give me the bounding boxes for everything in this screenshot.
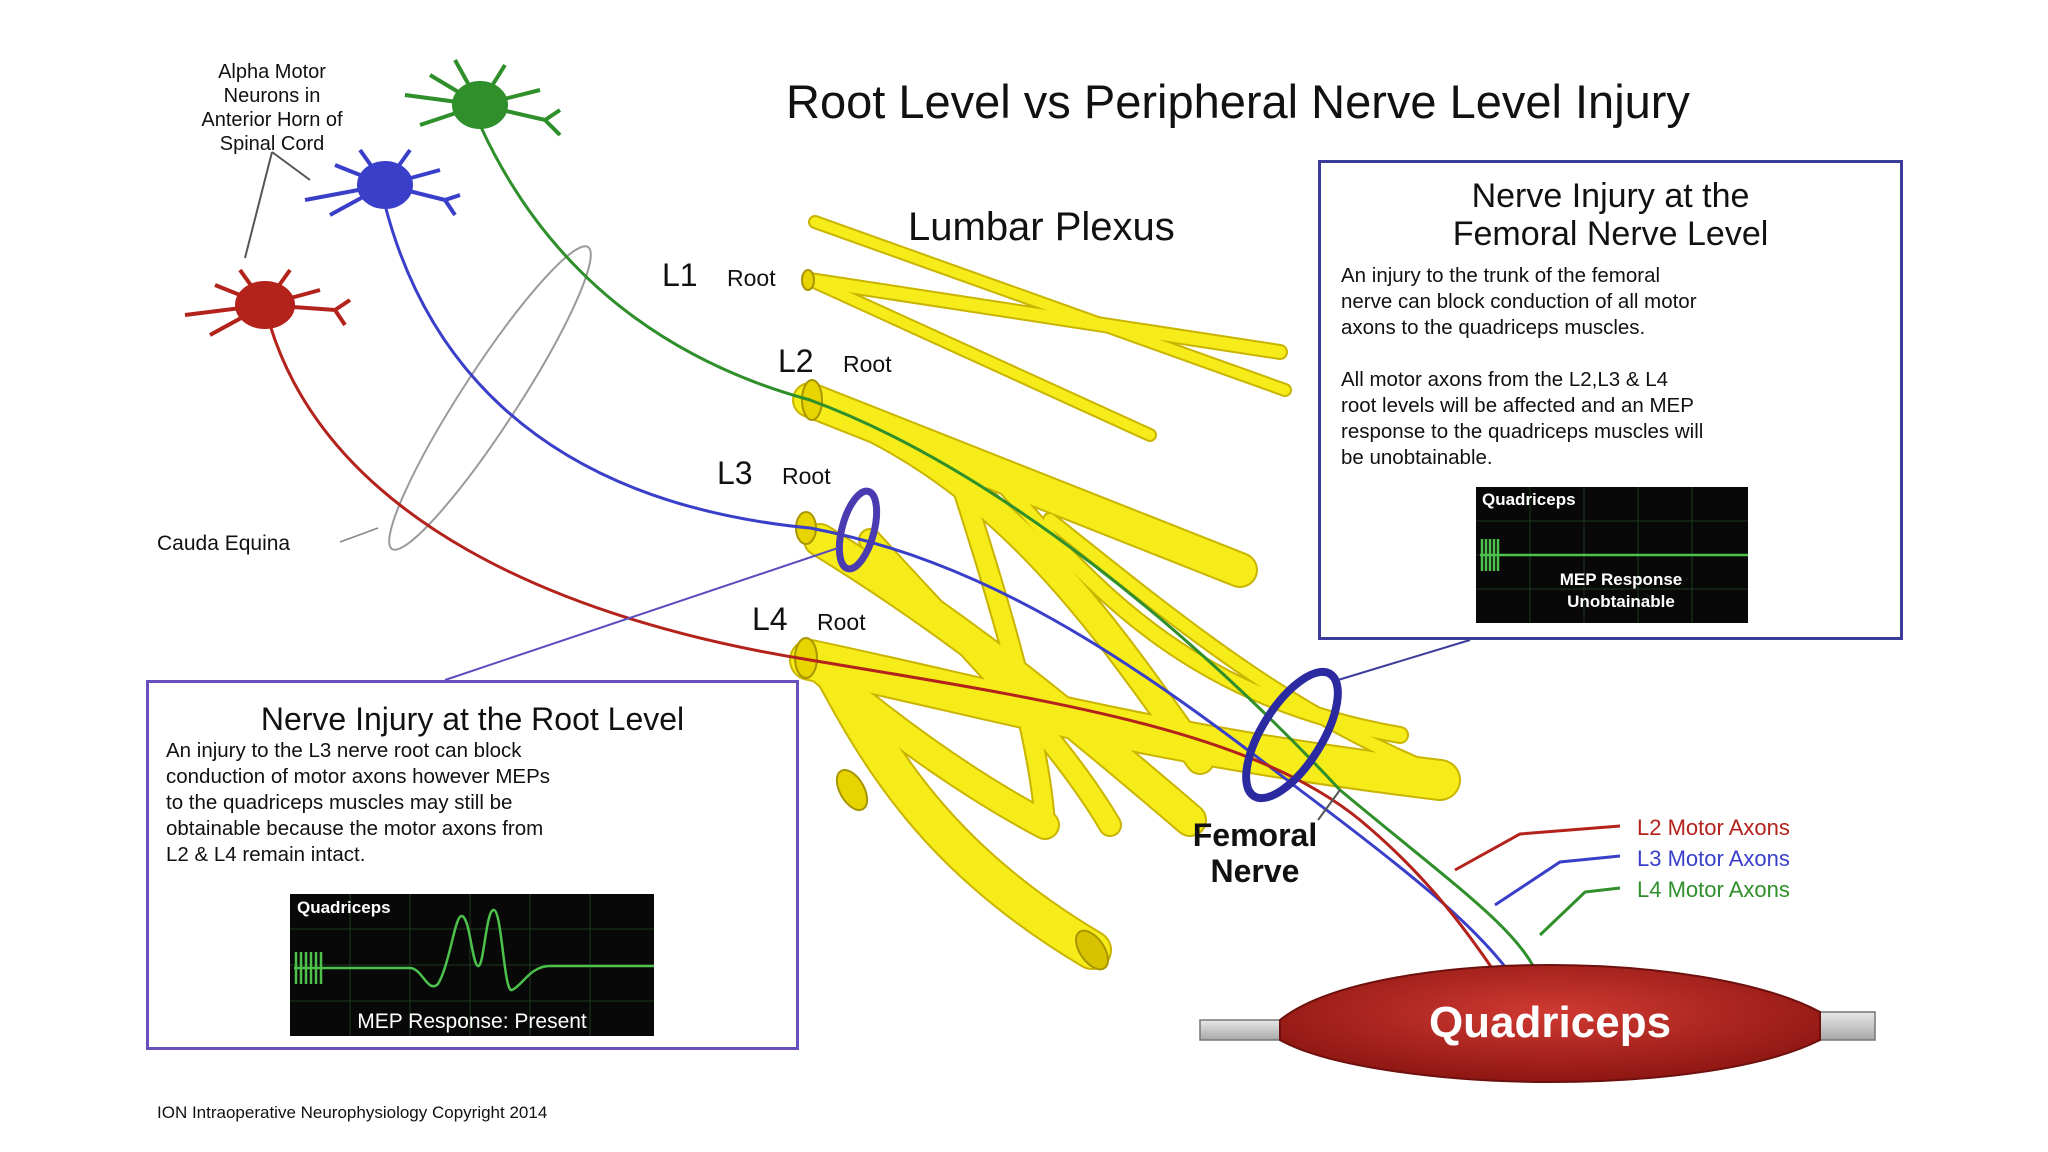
femoral-box-title-line1: Nerve Injury at the xyxy=(1471,177,1750,215)
root-label-l3: L3 Root xyxy=(717,455,831,491)
femoral-box-para2: All motor axons from the L2,L3 & L4 root… xyxy=(1341,368,1704,469)
cauda-equina-leader xyxy=(339,527,379,543)
svg-text:L1: L1 xyxy=(662,257,698,293)
femoral-injury-ring xyxy=(1242,667,1342,803)
root-scope-display: Quadriceps MEP Response: Present xyxy=(290,894,654,1036)
svg-text:Root: Root xyxy=(727,265,776,291)
l2-axon-leader xyxy=(1454,824,1621,872)
neurons-label-leader xyxy=(244,151,311,259)
femoral-nerve-label-line2: Nerve xyxy=(1211,853,1300,889)
root-label-l2: L2 Root xyxy=(778,343,892,379)
l4-axon-leader xyxy=(1538,886,1621,937)
cauda-equina-outline xyxy=(388,245,592,551)
l2-axons-label: L2 Motor Axons xyxy=(1637,815,1790,840)
l2-axon-red xyxy=(268,324,1502,981)
svg-text:Anterior Horn of: Anterior Horn of xyxy=(201,109,343,131)
svg-text:L4: L4 xyxy=(752,601,788,637)
femoral-nerve-leader xyxy=(1317,789,1341,821)
svg-text:Neurons in: Neurons in xyxy=(224,85,321,107)
l4-axons-label: L4 Motor Axons xyxy=(1637,877,1790,902)
page-title: Root Level vs Peripheral Nerve Level Inj… xyxy=(786,75,1690,128)
svg-text:Root: Root xyxy=(817,609,866,635)
femoral-scope-result-line2: Unobtainable xyxy=(1567,592,1675,611)
femoral-scope-label: Quadriceps xyxy=(1482,490,1576,509)
root-scope-trace: Quadriceps MEP Response: Present xyxy=(290,894,654,1036)
svg-text:Alpha Motor: Alpha Motor xyxy=(218,61,326,83)
femoral-box-connector xyxy=(1337,639,1471,681)
root-scope-result: MEP Response: Present xyxy=(357,1010,587,1033)
svg-text:Root: Root xyxy=(782,463,831,489)
svg-text:L3: L3 xyxy=(717,455,753,491)
femoral-box-title-line2: Femoral Nerve Level xyxy=(1452,215,1769,253)
svg-text:L2: L2 xyxy=(778,343,814,379)
green-motor-neuron xyxy=(404,59,562,137)
root-label-l1: L1 Root xyxy=(662,257,776,293)
root-label-l4: L4 Root xyxy=(752,601,866,637)
blue-motor-neuron xyxy=(304,148,461,217)
cauda-equina-label: Cauda Equina xyxy=(157,532,290,555)
root-box-connector xyxy=(444,547,839,681)
root-box-title: Nerve Injury at the Root Level xyxy=(260,701,685,737)
femoral-scope-display: Quadriceps MEP Response Unobtainable xyxy=(1476,487,1748,623)
root-injury-box: Nerve Injury at the Root Level An injury… xyxy=(146,680,799,1050)
lumbar-plexus-label: Lumbar Plexus xyxy=(908,205,1175,249)
femoral-scope-trace: Quadriceps MEP Response Unobtainable xyxy=(1476,487,1748,623)
root-injury-ring xyxy=(835,487,881,573)
femoral-scope-result-line1: MEP Response xyxy=(1560,570,1683,589)
neurons-label: Alpha Motor Neurons in Anterior Horn of … xyxy=(201,61,343,155)
quadriceps-label: Quadriceps xyxy=(1429,998,1671,1047)
root-scope-label: Quadriceps xyxy=(297,898,391,917)
femoral-nerve-label-line1: Femoral xyxy=(1193,817,1317,853)
l4-axon-green xyxy=(478,124,1542,981)
root-box-body: An injury to the L3 nerve root can block… xyxy=(166,739,550,866)
red-motor-neuron xyxy=(184,268,352,337)
svg-text:Spinal Cord: Spinal Cord xyxy=(220,133,325,155)
l3-axon-leader xyxy=(1494,854,1621,907)
quadriceps-muscle: Quadriceps xyxy=(1199,963,1876,1084)
copyright: ION Intraoperative Neurophysiology Copyr… xyxy=(157,1103,547,1122)
femoral-box-para1: An injury to the trunk of the femoral ne… xyxy=(1341,264,1697,339)
svg-text:Root: Root xyxy=(843,351,892,377)
l3-axon-blue xyxy=(383,204,1517,981)
l3-axons-label: L3 Motor Axons xyxy=(1637,846,1790,871)
femoral-injury-box: Nerve Injury at the Femoral Nerve Level … xyxy=(1318,160,1903,640)
